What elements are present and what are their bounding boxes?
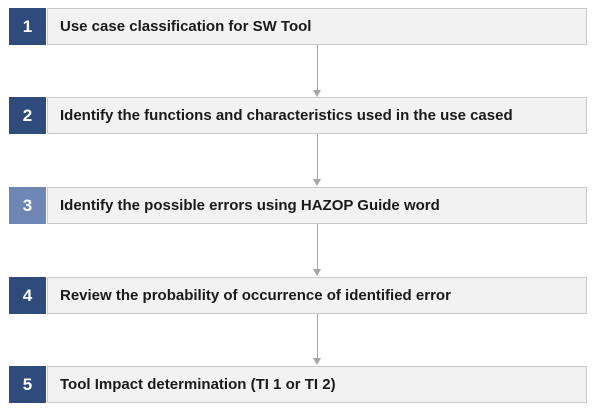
step-number-box: 3 bbox=[9, 187, 46, 224]
arrow-down-icon bbox=[313, 90, 321, 97]
step-1: 1 Use case classification for SW Tool bbox=[9, 8, 587, 45]
step-2: 2 Identify the functions and characteris… bbox=[9, 97, 587, 134]
connector-line bbox=[317, 224, 318, 270]
connector-line bbox=[317, 314, 318, 359]
step-label: Identify the possible errors using HAZOP… bbox=[60, 197, 440, 214]
step-4: 4 Review the probability of occurrence o… bbox=[9, 277, 587, 314]
step-number-box: 1 bbox=[9, 8, 46, 45]
step-label: Use case classification for SW Tool bbox=[60, 18, 312, 35]
step-number: 5 bbox=[22, 374, 33, 394]
step-5: 5 Tool Impact determination (TI 1 or TI … bbox=[9, 366, 587, 403]
step-label-box: Identify the possible errors using HAZOP… bbox=[47, 187, 587, 224]
arrow-down-icon bbox=[313, 269, 321, 276]
arrow-down-icon bbox=[313, 179, 321, 186]
connector-line bbox=[317, 134, 318, 180]
step-label-box: Identify the functions and characteristi… bbox=[47, 97, 587, 134]
step-label-box: Tool Impact determination (TI 1 or TI 2) bbox=[47, 366, 587, 403]
step-number-box: 5 bbox=[9, 366, 46, 403]
step-number: 4 bbox=[22, 285, 33, 305]
step-number-box: 4 bbox=[9, 277, 46, 314]
step-label-box: Review the probability of occurrence of … bbox=[47, 277, 587, 314]
step-3: 3 Identify the possible errors using HAZ… bbox=[9, 187, 587, 224]
step-label: Identify the functions and characteristi… bbox=[60, 107, 513, 124]
step-label-box: Use case classification for SW Tool bbox=[47, 8, 587, 45]
step-number: 2 bbox=[22, 105, 33, 125]
step-number: 3 bbox=[22, 195, 33, 215]
step-number: 1 bbox=[22, 16, 33, 36]
step-number-box: 2 bbox=[9, 97, 46, 134]
step-label: Review the probability of occurrence of … bbox=[60, 287, 451, 304]
arrow-down-icon bbox=[313, 358, 321, 365]
step-label: Tool Impact determination (TI 1 or TI 2) bbox=[60, 376, 336, 393]
connector-line bbox=[317, 45, 318, 91]
